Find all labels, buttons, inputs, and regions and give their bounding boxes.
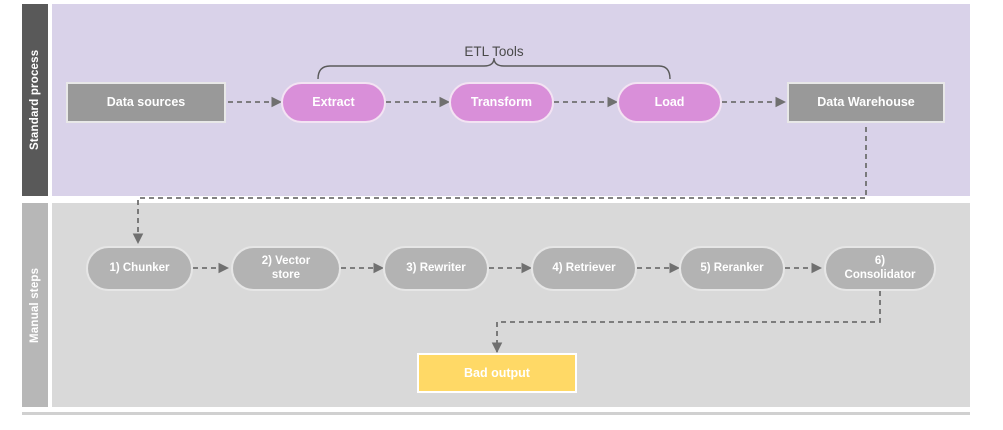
lane-label-manual-steps-text: Manual steps [29, 267, 41, 343]
lane-label-standard-process: Standard process [22, 4, 48, 196]
node-retriever-label: 4) Retriever [552, 261, 616, 274]
etl-tools-label: ETL Tools [464, 44, 524, 59]
node-chunker-label: 1) Chunker [109, 261, 170, 274]
node-transform-label: Transform [470, 95, 533, 110]
node-data-warehouse-label: Data Warehouse [817, 95, 915, 110]
bottom-divider [22, 412, 970, 415]
node-bad-output[interactable]: Bad output [417, 353, 577, 393]
node-rewriter[interactable]: 3) Rewriter [383, 246, 489, 291]
node-rewriter-label: 3) Rewriter [406, 261, 466, 274]
node-reranker[interactable]: 5) Reranker [679, 246, 785, 291]
node-retriever[interactable]: 4) Retriever [531, 246, 637, 291]
node-bad-output-label: Bad output [464, 365, 530, 380]
node-consolidator[interactable]: 6)Consolidator [824, 246, 936, 291]
node-data-warehouse[interactable]: Data Warehouse [787, 82, 945, 123]
node-chunker[interactable]: 1) Chunker [86, 246, 193, 291]
node-transform[interactable]: Transform [449, 82, 554, 123]
node-extract-label: Extract [312, 95, 355, 110]
lane-label-manual-steps: Manual steps [22, 203, 48, 407]
node-load-label: Load [654, 95, 685, 110]
node-consolidator-label: 6)Consolidator [844, 255, 916, 281]
node-extract[interactable]: Extract [281, 82, 386, 123]
node-load[interactable]: Load [617, 82, 722, 123]
node-data-sources[interactable]: Data sources [66, 82, 226, 123]
node-reranker-label: 5) Reranker [700, 261, 764, 274]
node-data-sources-label: Data sources [106, 95, 186, 110]
lane-label-standard-process-text: Standard process [29, 49, 41, 151]
